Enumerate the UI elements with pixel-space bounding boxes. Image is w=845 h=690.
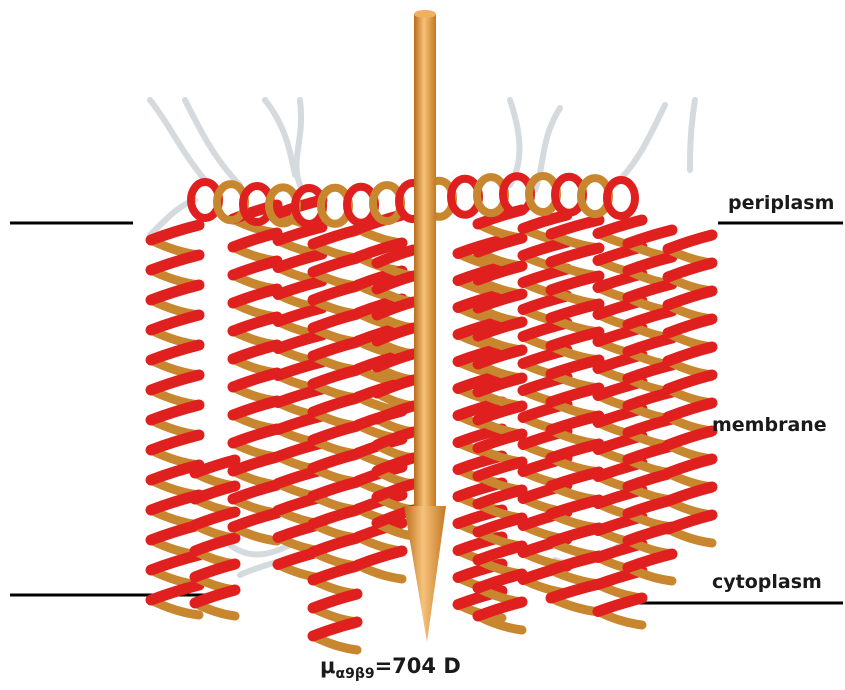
cytoplasm-label: cytoplasm — [712, 571, 822, 593]
alpha-helix — [377, 250, 413, 536]
alpha-helix — [233, 205, 277, 541]
alpha-helix — [313, 230, 357, 650]
alpha-helix — [195, 460, 235, 616]
alpha-helix — [151, 225, 199, 615]
alpha-helix — [668, 235, 712, 543]
dipole-moment-label: μα9β9=704 D — [320, 654, 461, 678]
periplasm-label: periplasm — [728, 192, 834, 214]
membrane-label: membrane — [712, 414, 827, 436]
dipole-subscript: α9β9 — [335, 666, 374, 682]
alpha-helix — [478, 210, 522, 630]
alpha-helix — [551, 220, 599, 612]
dipole-value: =704 D — [375, 654, 461, 678]
dipole-symbol: μ — [320, 654, 335, 678]
